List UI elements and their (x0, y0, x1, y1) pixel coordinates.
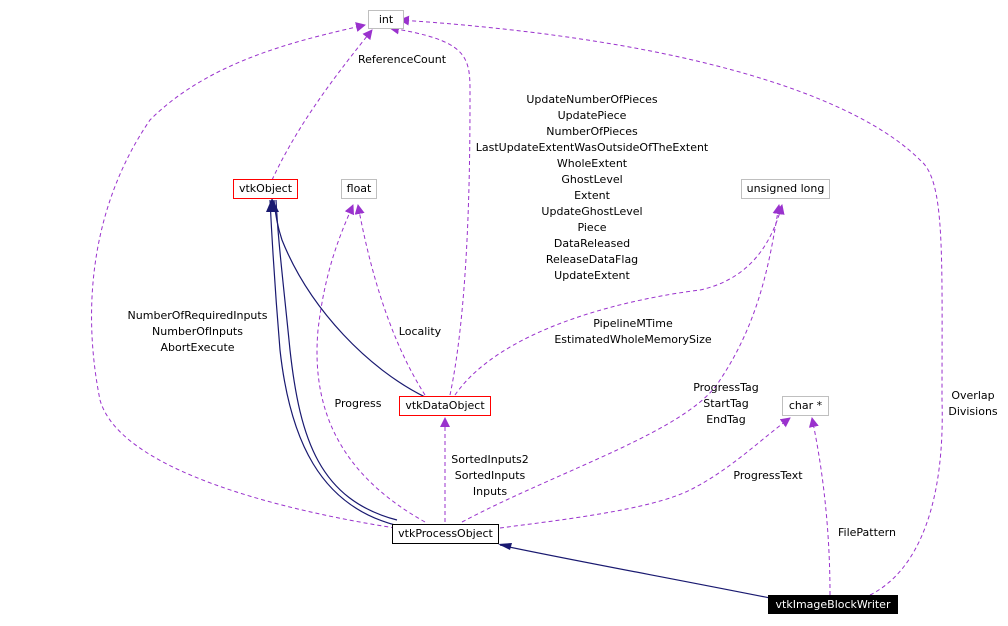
edge-vtkobject-int (271, 29, 373, 181)
edge-label-line: Extent (574, 189, 610, 202)
edge-label-line: UpdatePiece (557, 109, 627, 122)
edge-label-line: SortedInputs2 (451, 453, 529, 466)
edge-processobject-float (316, 204, 426, 523)
edge-label-line: Divisions (948, 405, 998, 418)
label-progress-text: ProgressText (727, 468, 809, 484)
label-locality: Locality (395, 324, 445, 340)
node-float[interactable]: float (341, 179, 377, 199)
edge-label-line: SortedInputs (454, 469, 526, 482)
edge-dataobject-int (389, 24, 471, 396)
node-int[interactable]: int (368, 10, 404, 29)
edge-label-line: DataReleased (553, 237, 631, 250)
edge-label-line: UpdateNumberOfPieces (526, 93, 658, 106)
arrowhead-processobject (498, 543, 512, 550)
edge-label-line: GhostLevel (561, 173, 623, 186)
edge-label-line: Locality (398, 325, 442, 338)
node-vtkprocessobject[interactable]: vtkProcessObject (392, 524, 499, 544)
node-char-ptr[interactable]: char * (782, 396, 829, 416)
edge-label-line: ProgressTag (693, 381, 759, 394)
node-unsigned-long[interactable]: unsigned long (741, 179, 830, 199)
edge-processobject-int-left (91, 22, 396, 529)
edge-label-line: ReferenceCount (357, 53, 447, 66)
edge-label-line: PipelineMTime (593, 317, 673, 330)
label-file-pattern: FilePattern (832, 525, 902, 541)
edge-label-line: WholeExtent (556, 157, 628, 170)
node-vtkdataobject[interactable]: vtkDataObject (399, 396, 491, 416)
edge-label-line: FilePattern (838, 526, 896, 539)
edge-label-line: EndTag (706, 413, 746, 426)
edge-label-line: Progress (334, 397, 382, 410)
edge-dataobject-float (354, 204, 426, 396)
edge-label-line: StartTag (703, 397, 749, 410)
edge-label-line: AbortExecute (160, 341, 235, 354)
label-progress: Progress (328, 396, 388, 412)
edge-label-line: NumberOfInputs (152, 325, 243, 338)
edge-label-line: NumberOfPieces (546, 125, 638, 138)
edge-label-line: LastUpdateExtentWasOutsideOfTheExtent (475, 141, 709, 154)
edge-label-line: UpdateGhostLevel (541, 205, 643, 218)
edge-inherit-processobject-vtkobject-a (269, 199, 396, 526)
edge-label-line: Piece (577, 221, 607, 234)
edge-label-line: UpdateExtent (554, 269, 630, 282)
edge-processobject-ulong (461, 204, 783, 523)
edge-inherit-processobject-vtkobject-b (275, 199, 398, 521)
label-reference-count: ReferenceCount (352, 52, 452, 68)
edge-processobject-char (499, 417, 791, 529)
edge-inherit-writer-processobject (499, 544, 771, 599)
edge-label-line: NumberOfRequiredInputs (127, 309, 268, 322)
edge-inherit-dataobject-vtkobject (273, 199, 426, 398)
edge-writer-char (808, 417, 831, 596)
node-vtkimageblockwriter[interactable]: vtkImageBlockWriter (768, 595, 898, 614)
edge-writer-int (399, 15, 943, 596)
edge-label-line: ProgressText (733, 469, 803, 482)
edge-label-line: EstimatedWholeMemorySize (554, 333, 712, 346)
edge-label-line: Overlap (951, 389, 995, 402)
edge-label-line: Inputs (472, 485, 508, 498)
arrowhead-vtkobject (266, 198, 279, 212)
node-vtkobject[interactable]: vtkObject (233, 179, 298, 199)
edge-label-line: ReleaseDataFlag (545, 253, 639, 266)
